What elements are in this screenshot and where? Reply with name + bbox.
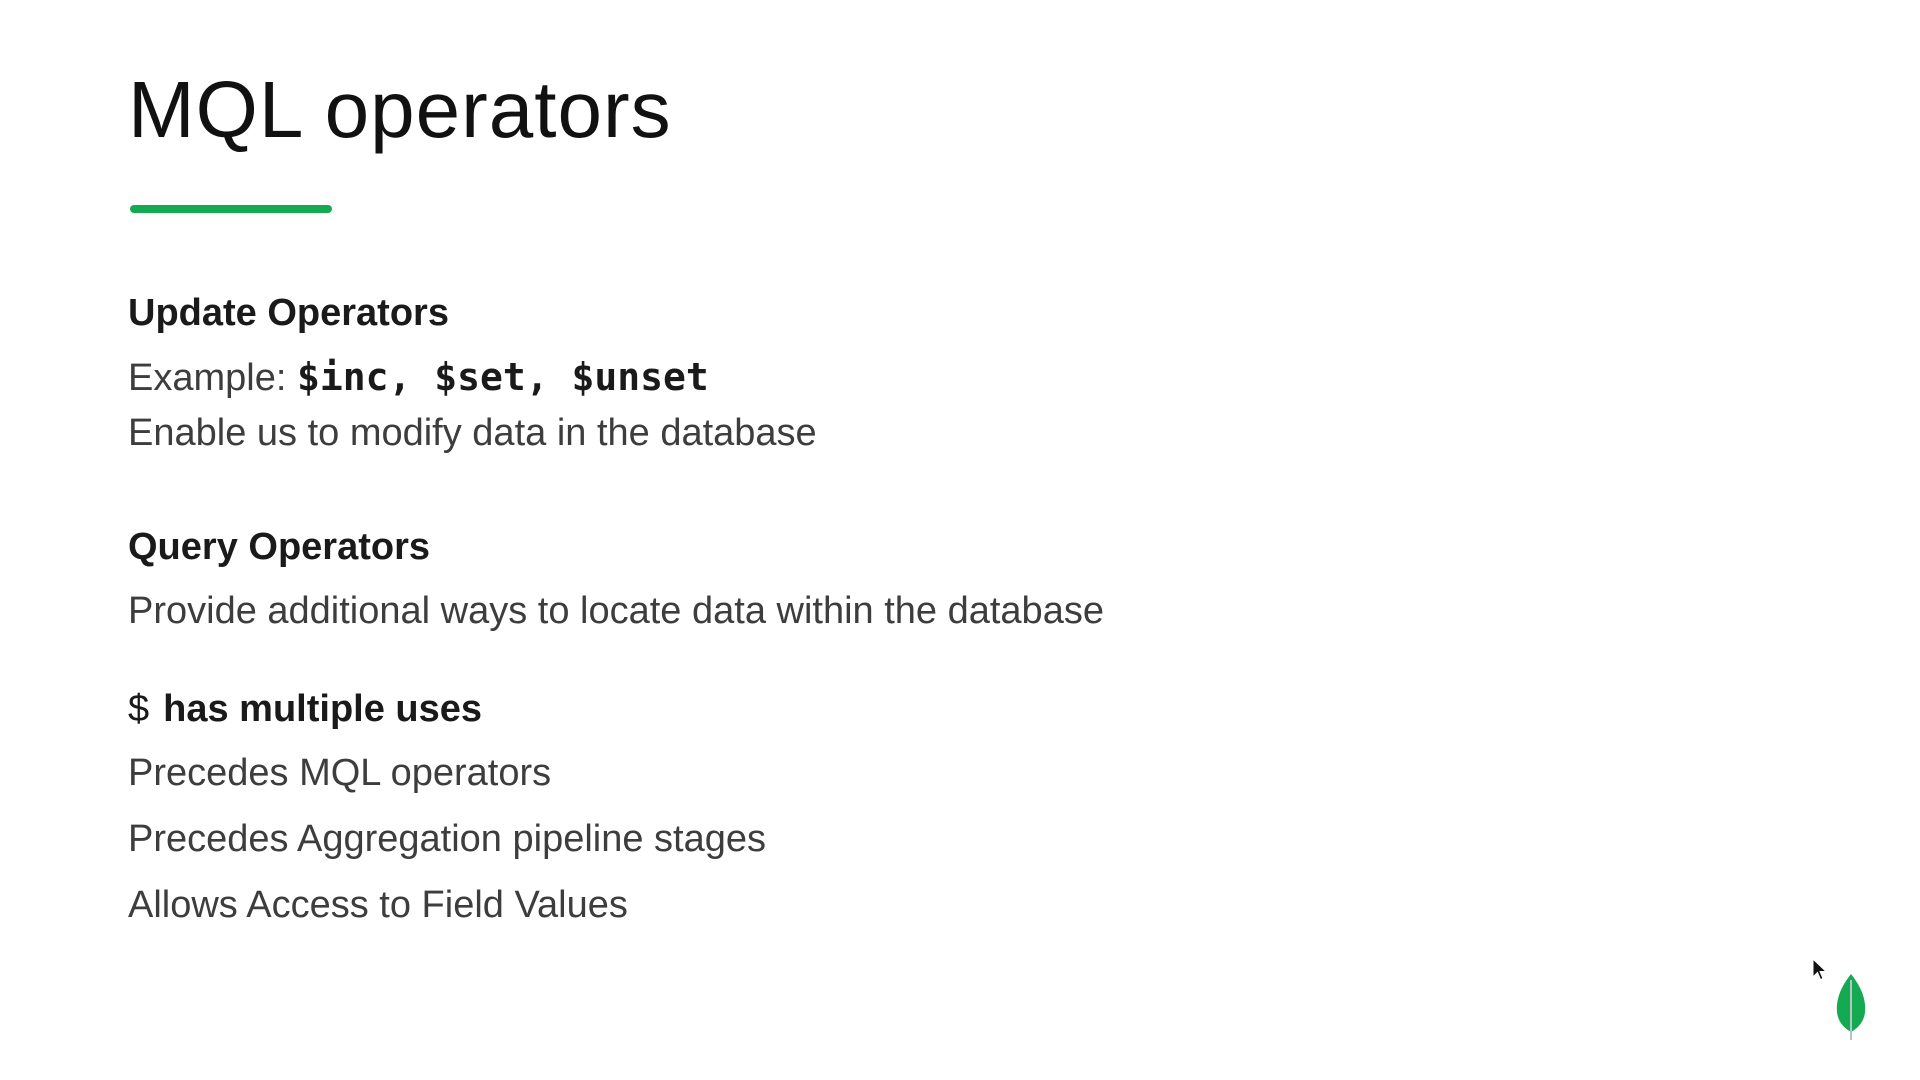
query-operators-description: Provide additional ways to locate data w… [128,590,1104,632]
example-label: Example: [128,357,297,399]
dollar-use-item: Precedes MQL operators [128,752,552,794]
title-underline [130,205,332,213]
dollar-use-item: Precedes Aggregation pipeline stages [128,818,767,860]
update-operators-description: Enable us to modify data in the database [128,412,817,454]
slide-title: MQL operators [128,65,672,154]
dollar-uses-heading: $ has multiple uses [128,690,482,728]
update-operators-heading: Update Operators [128,292,449,334]
update-operators-example: Example: $inc, $set, $unset [128,358,709,397]
dollar-uses-heading-text: has multiple uses [163,688,483,730]
mongodb-leaf-icon [1836,974,1866,1040]
dollar-use-item: Allows Access to Field Values [128,884,628,926]
dollar-symbol: $ [128,688,150,730]
example-code: $inc, $set, $unset [296,355,709,399]
mouse-pointer-icon [1812,958,1828,981]
query-operators-heading: Query Operators [128,526,430,568]
